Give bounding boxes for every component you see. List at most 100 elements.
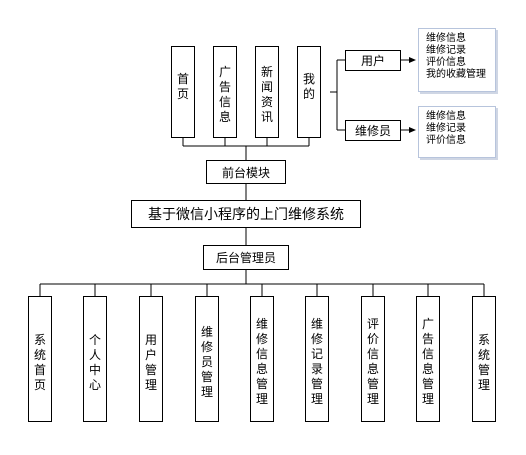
label-char: 维 xyxy=(310,317,323,331)
label-char: 心 xyxy=(88,378,101,392)
back-module-label: 维修信息管理 xyxy=(256,317,268,421)
front-module-title: 前台模块 xyxy=(206,160,286,184)
label-char: 息 xyxy=(218,110,231,124)
system-title: 基于微信小程序的上门维修系统 xyxy=(131,200,361,228)
back-title-label: 后台管理员 xyxy=(215,251,276,265)
back-module-label: 个人中心 xyxy=(89,333,101,421)
label-char: 告 xyxy=(421,332,434,346)
label-char: 维 xyxy=(200,325,213,339)
back-module-label: 系统首页 xyxy=(34,333,46,421)
back-admin-title: 后台管理员 xyxy=(203,245,289,270)
front-module-label: 我的 xyxy=(303,72,315,137)
label-char: 页 xyxy=(176,87,189,101)
back-module-user: 用户管理 xyxy=(139,296,163,422)
label-char: 系 xyxy=(33,333,46,347)
branch-label: 用户 xyxy=(360,54,385,68)
label-char: 闻 xyxy=(260,80,273,94)
label-char: 信 xyxy=(218,95,231,109)
back-module-review: 评价信息管理 xyxy=(361,296,385,422)
label-char: 员 xyxy=(200,355,213,369)
back-module-repairman: 维修员管理 xyxy=(195,296,219,422)
label-char: 信 xyxy=(255,347,268,361)
back-module-profile: 个人中心 xyxy=(83,296,107,422)
label-char: 理 xyxy=(255,392,268,406)
label-char: 讯 xyxy=(260,110,273,124)
label-char: 首 xyxy=(33,363,46,377)
label-char: 管 xyxy=(310,377,323,391)
back-module-system: 系统管理 xyxy=(472,296,496,422)
back-module-label: 维修员管理 xyxy=(201,325,213,421)
label-char: 资 xyxy=(260,95,273,109)
front-module-ads: 广告信息 xyxy=(213,46,237,138)
label-char: 管 xyxy=(366,377,379,391)
label-char: 理 xyxy=(477,378,490,392)
label-char: 评 xyxy=(366,317,379,331)
label-char: 理 xyxy=(144,378,157,392)
function-item: 维修信息 xyxy=(426,33,466,44)
front-module-news: 新闻资讯 xyxy=(255,46,279,138)
label-char: 统 xyxy=(33,348,46,362)
label-char: 信 xyxy=(366,347,379,361)
label-char: 理 xyxy=(421,392,434,406)
function-item: 评价信息 xyxy=(426,135,466,146)
back-module-repair-info: 维修信息管理 xyxy=(250,296,274,422)
label-char: 理 xyxy=(200,385,213,399)
front-module-mine: 我的 xyxy=(297,46,321,138)
label-char: 我 xyxy=(302,72,315,86)
front-module-label: 新闻资讯 xyxy=(261,65,273,137)
label-char: 息 xyxy=(421,362,434,376)
label-char: 录 xyxy=(310,362,323,376)
function-item: 维修记录 xyxy=(426,123,466,134)
back-module-label: 评价信息管理 xyxy=(367,317,379,421)
label-char: 个 xyxy=(88,333,101,347)
label-char: 首 xyxy=(176,72,189,86)
label-char: 修 xyxy=(310,332,323,346)
front-module-label: 广告信息 xyxy=(219,65,231,137)
back-module-repair-record: 维修记录管理 xyxy=(305,296,329,422)
label-char: 用 xyxy=(144,333,157,347)
label-char: 理 xyxy=(310,392,323,406)
back-module-dashboard: 系统首页 xyxy=(28,296,52,422)
back-module-label: 广告信息管理 xyxy=(422,317,434,421)
label-char: 理 xyxy=(366,392,379,406)
system-title-label: 基于微信小程序的上门维修系统 xyxy=(148,207,344,223)
label-char: 管 xyxy=(255,377,268,391)
label-char: 页 xyxy=(33,378,46,392)
function-item: 维修信息 xyxy=(426,111,466,122)
label-char: 管 xyxy=(200,370,213,384)
label-char: 统 xyxy=(477,348,490,362)
back-module-label: 系统管理 xyxy=(478,333,490,421)
label-char: 户 xyxy=(144,348,157,362)
label-char: 人 xyxy=(88,348,101,362)
front-module-label: 首页 xyxy=(177,72,189,137)
label-char: 广 xyxy=(421,317,434,331)
label-char: 信 xyxy=(421,347,434,361)
label-char: 息 xyxy=(366,362,379,376)
back-module-label: 用户管理 xyxy=(145,333,157,421)
label-char: 的 xyxy=(302,87,315,101)
branch-label: 维修员 xyxy=(354,124,391,138)
label-char: 中 xyxy=(88,363,101,377)
front-title-label: 前台模块 xyxy=(221,165,270,180)
label-char: 修 xyxy=(200,340,213,354)
label-char: 管 xyxy=(477,363,490,377)
label-char: 维 xyxy=(255,317,268,331)
back-module-label: 维修记录管理 xyxy=(311,317,323,421)
function-item: 维修记录 xyxy=(426,45,466,56)
user-function-list: 维修信息 维修记录 评价信息 我的收藏管理 xyxy=(418,28,496,92)
label-char: 息 xyxy=(255,362,268,376)
label-char: 价 xyxy=(366,332,379,346)
branch-user: 用户 xyxy=(345,50,401,71)
label-char: 记 xyxy=(310,347,323,361)
label-char: 管 xyxy=(421,377,434,391)
back-module-ads: 广告信息管理 xyxy=(416,296,440,422)
label-char: 修 xyxy=(255,332,268,346)
label-char: 管 xyxy=(144,363,157,377)
label-char: 告 xyxy=(218,80,231,94)
front-module-home: 首页 xyxy=(171,46,195,138)
function-item: 评价信息 xyxy=(426,57,466,68)
function-item: 我的收藏管理 xyxy=(426,69,486,80)
label-char: 新 xyxy=(260,65,273,79)
